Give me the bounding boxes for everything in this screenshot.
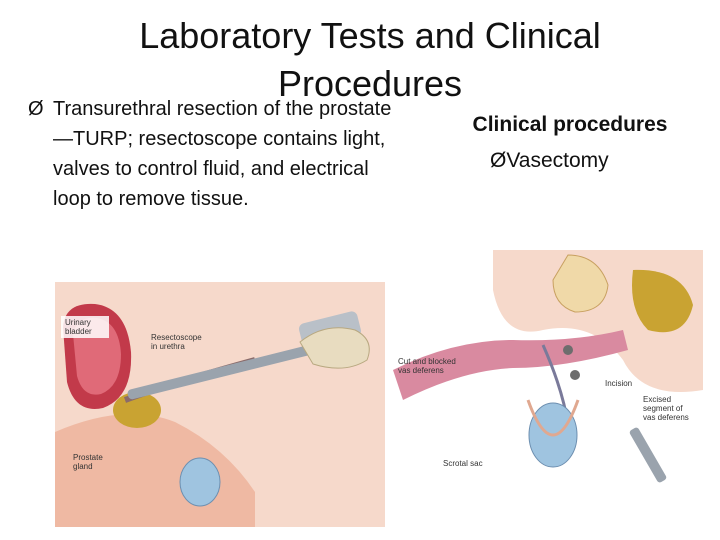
surgical-instrument <box>629 427 668 484</box>
testis <box>180 458 220 506</box>
prostate-label-line2: gland <box>73 462 93 471</box>
bladder-label-line1: Urinary <box>65 318 91 327</box>
turp-illustration: Urinary bladder Resectoscope in urethra … <box>55 282 385 527</box>
scope-label-line1: Resectoscope <box>151 333 202 342</box>
cut-marker-1 <box>563 345 573 355</box>
prostate-label-line1: Prostate <box>73 453 103 462</box>
cut-marker-2 <box>570 370 580 380</box>
excised-label-line2: segment of <box>643 404 683 413</box>
turp-description: Transurethral resection of the prostate—… <box>28 94 408 214</box>
bullet-arrow-icon: Ø <box>490 149 506 172</box>
excised-label-line1: Excised <box>643 395 671 404</box>
incision-label: Incision <box>605 379 632 388</box>
cut-label-line2: vas deferens <box>398 366 444 375</box>
clinical-procedures-heading: Clinical procedures <box>450 110 690 140</box>
vasectomy-label: Vasectomy <box>506 149 608 172</box>
bladder-label-line2: bladder <box>65 327 92 336</box>
bullet-arrow-icon: Ø <box>28 94 44 124</box>
cut-label-line1: Cut and blocked <box>398 357 456 366</box>
excised-label-line3: vas deferens <box>643 413 689 422</box>
scrotal-label: Scrotal sac <box>443 459 483 468</box>
vasectomy-bullet: ØVasectomy <box>490 146 609 176</box>
vasectomy-illustration: Cut and blocked vas deferens Incision Ex… <box>393 250 703 505</box>
turp-bullet: Ø Transurethral resection of the prostat… <box>28 94 408 214</box>
scope-label-line2: in urethra <box>151 342 185 351</box>
